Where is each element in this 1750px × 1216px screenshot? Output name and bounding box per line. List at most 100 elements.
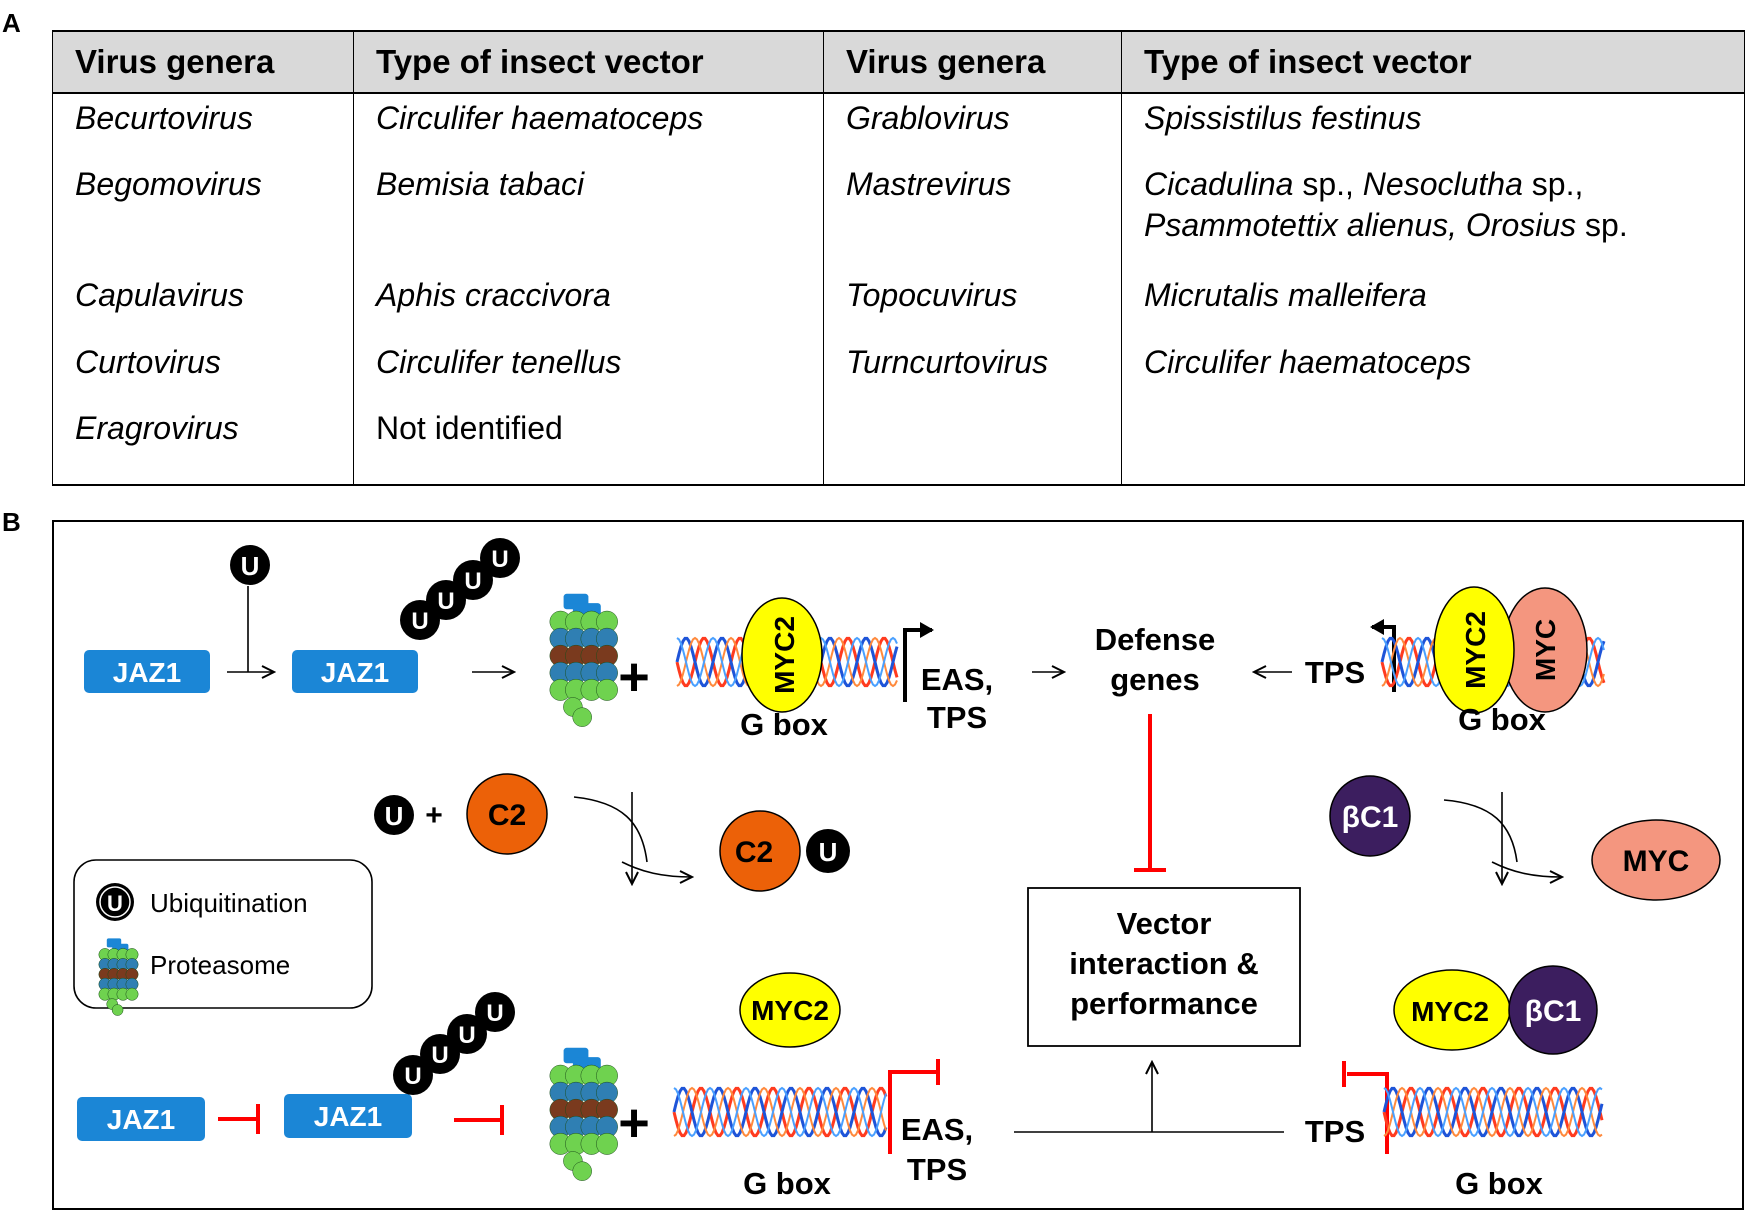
vector-cell: Circulifer haematoceps [353, 93, 824, 160]
proteasome-icon [549, 1047, 618, 1181]
legend-proteasome-label: Proteasome [150, 950, 290, 980]
proteasome-icon [549, 593, 618, 727]
myc-ellipse: MYC [1502, 587, 1588, 713]
vector-text: Nesoclutha [1362, 165, 1523, 202]
transcription-start-arrow [903, 622, 934, 702]
jaz1-box: JAZ1 [77, 1097, 205, 1141]
myc2-label: MYC2 [769, 616, 800, 694]
header-virus-genera: Virus genera [823, 30, 1122, 94]
bc1-circle: βC1 [1508, 965, 1598, 1055]
table-row: Capulavirus Aphis craccivora Topocuvirus… [52, 271, 1745, 338]
vector-text: Psammotettix alienus, Orosius [1144, 206, 1577, 243]
table-row: Becurtovirus Circulifer haematoceps Grab… [52, 93, 1745, 160]
vector-cell: Bemisia tabaci [353, 159, 824, 272]
plus-sign: + [425, 799, 443, 832]
myc2-label: MYC2 [1460, 611, 1491, 689]
c2-circle: C2 [466, 773, 548, 855]
legend-box: U Ubiquitination Proteasome [73, 859, 373, 1016]
dna-helix [672, 1086, 888, 1138]
ubiquitin-icon: U [230, 545, 270, 585]
vector-text: sp. [1576, 206, 1628, 243]
tps-label: TPS [1305, 655, 1365, 690]
plus-sign: + [618, 647, 650, 707]
c2-label: C2 [735, 836, 773, 869]
ubiquitin-label: U [819, 837, 838, 867]
jaz1-label: JAZ1 [113, 657, 181, 688]
c2-ubiquitinated: C2 U [719, 810, 850, 892]
header-insect-vector: Type of insect vector [353, 30, 824, 94]
eas-label: EAS, [901, 1112, 973, 1147]
bc1-label: βC1 [1525, 995, 1582, 1028]
polyubiquitin-chain: U U U U [393, 992, 515, 1095]
genus-cell: Turncurtovirus [823, 337, 1122, 405]
vector-cell: Circulifer tenellus [353, 337, 824, 405]
genus-cell: Mastrevirus [823, 159, 1122, 272]
dna-strand [673, 1086, 887, 1138]
ubiquitin-label: U [464, 568, 481, 595]
genus-cell: Begomovirus [52, 159, 354, 272]
proteasome-icon [98, 938, 139, 1016]
table-row: Curtovirus Circulifer tenellus Turncurto… [52, 337, 1745, 405]
defense-genes-label: Defense [1095, 622, 1216, 657]
myc2-ellipse: MYC2 [1393, 969, 1511, 1051]
table-row: Begomovirus Bemisia tabaci Mastrevirus C… [52, 159, 1745, 272]
tps-label: TPS [907, 1152, 967, 1187]
panel-label-a: A [2, 8, 21, 38]
ubiquitin-label: U [107, 891, 123, 916]
blocked-transcription [888, 1070, 936, 1154]
vector-cell: Aphis craccivora [353, 271, 824, 338]
reaction-curve [573, 796, 648, 863]
myc-ellipse: MYC [1591, 819, 1721, 901]
virus-vector-table: Virus genera Type of insect vector Virus… [52, 30, 1745, 486]
genus-cell: Curtovirus [52, 337, 354, 405]
vector-cell: Spissistilus festinus [1121, 93, 1745, 160]
ubiquitin-label: U [458, 1022, 475, 1049]
bc1-circle: βC1 [1329, 775, 1411, 857]
myc2-label: MYC2 [751, 995, 829, 1026]
myc2-ellipse: MYC2 [741, 597, 823, 713]
g-box-label: G box [740, 707, 829, 742]
reaction-curve [1443, 799, 1518, 863]
myc-label: MYC [1623, 845, 1690, 878]
g-box-label: G box [1458, 702, 1547, 737]
genus-cell: Topocuvirus [823, 271, 1122, 338]
defense-genes-label: genes [1110, 662, 1200, 697]
eas-label: EAS, [921, 662, 993, 697]
legend-ubiquitination-label: Ubiquitination [150, 888, 308, 918]
g-box-label: G box [743, 1166, 832, 1201]
ubiquitin-label: U [411, 608, 428, 635]
myc2-ellipse: MYC2 [739, 972, 841, 1048]
jaz1-label: JAZ1 [321, 657, 389, 688]
g-box-label: G box [1455, 1166, 1544, 1201]
genus-cell: Eragrovirus [52, 404, 354, 486]
ubiquitin-label: U [431, 1042, 448, 1069]
vector-label: interaction & [1069, 946, 1258, 981]
genus-cell: Grablovirus [823, 93, 1122, 160]
dna-helix [1382, 1086, 1604, 1138]
tps-label: TPS [1305, 1114, 1365, 1149]
dna-strand [673, 1086, 887, 1138]
tps-label: TPS [927, 700, 987, 735]
jaz1-box: JAZ1 [284, 1094, 412, 1138]
jaz1-label: JAZ1 [314, 1101, 382, 1132]
jaz1-box: JAZ1 [292, 650, 418, 693]
vector-cell: Not identified [353, 404, 824, 486]
myc2-label: MYC2 [1411, 996, 1489, 1027]
dna-strand [672, 1086, 888, 1138]
vector-cell: Circulifer haematoceps [1121, 337, 1745, 405]
ubiquitin-label: U [491, 546, 508, 573]
reaction-arrow-out [621, 861, 692, 877]
myc2-ellipse: MYC2 [1433, 586, 1515, 714]
plus-sign: + [618, 1093, 650, 1153]
genus-cell [823, 404, 1122, 486]
vector-text: sp., [1293, 165, 1363, 202]
vector-label: performance [1070, 986, 1258, 1021]
genus-cell: Capulavirus [52, 271, 354, 338]
panel-label-b: B [2, 507, 21, 537]
myc-label: MYC [1530, 619, 1561, 681]
vector-cell [1121, 404, 1745, 486]
vector-label: Vector [1117, 906, 1212, 941]
ubiquitin-icon: U [374, 795, 414, 835]
vector-interaction-box: Vector interaction & performance [1027, 887, 1301, 1047]
vector-text: Cicadulina [1144, 165, 1294, 202]
